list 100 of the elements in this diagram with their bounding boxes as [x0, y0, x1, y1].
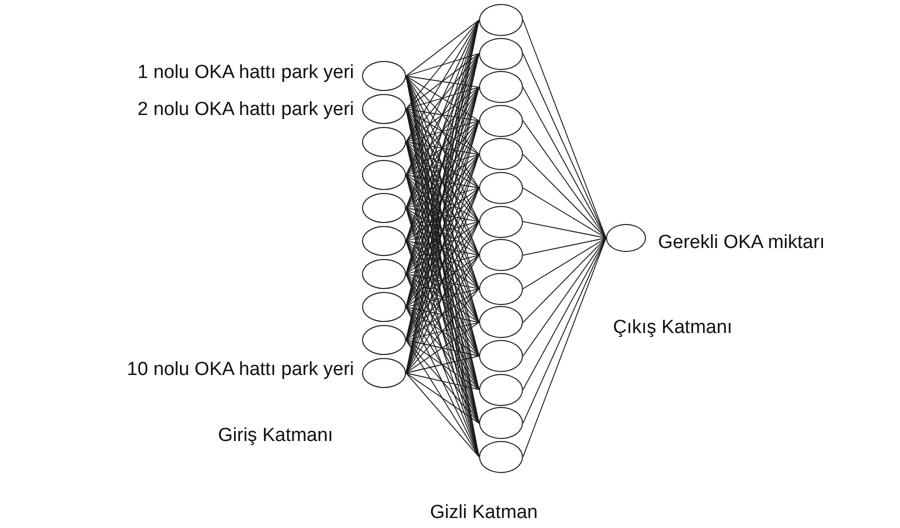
neuron-circle — [479, 138, 523, 170]
neuron-circle — [362, 61, 406, 91]
connection-line — [406, 208, 480, 222]
neuron-circle — [362, 292, 406, 322]
connection-line — [406, 53, 480, 176]
connection-line — [406, 86, 480, 208]
connection-line — [406, 208, 480, 290]
connection-line — [406, 76, 480, 155]
connection-line — [406, 142, 480, 222]
connection-line — [406, 274, 480, 356]
connection-line — [406, 53, 480, 142]
connection-line — [406, 108, 480, 188]
neuron-circle — [479, 272, 523, 305]
connection-line — [406, 288, 480, 374]
connection-line — [406, 274, 480, 290]
connection-line — [406, 221, 480, 308]
neuron-label: 10 nolu OKA hattı park yeri — [126, 359, 354, 381]
connection-line — [406, 142, 480, 188]
connection-line — [522, 120, 606, 238]
connection-line — [406, 208, 480, 256]
neuron-circle — [479, 206, 523, 238]
connection-line — [406, 174, 480, 290]
connection-line — [406, 288, 480, 340]
connection-line — [406, 53, 480, 76]
connection-line — [406, 76, 480, 88]
connection-line — [406, 76, 480, 122]
connection-line — [406, 53, 480, 110]
neuron-circle — [479, 38, 523, 70]
connection-line — [522, 221, 606, 238]
connection-line — [406, 340, 480, 458]
connection-line — [406, 356, 480, 374]
connection-line — [406, 120, 480, 176]
connection-line — [406, 188, 480, 274]
neuron-circle — [479, 340, 523, 372]
connection-line — [406, 20, 480, 110]
connection-line — [406, 340, 480, 390]
connection-line — [522, 238, 606, 323]
connection-line — [406, 372, 480, 390]
neuron-circle — [362, 127, 406, 157]
neuron-circle — [362, 259, 406, 289]
connection-line — [522, 238, 606, 256]
neuron-circle — [479, 104, 523, 137]
connection-line — [406, 86, 480, 142]
connection-line — [406, 108, 480, 155]
connection-line — [406, 108, 480, 122]
connection-line — [522, 20, 606, 238]
connection-line — [522, 238, 606, 424]
connection-line — [406, 240, 480, 323]
neuron-circle — [479, 71, 523, 104]
neuron-circle — [479, 440, 523, 473]
neuron-circle — [362, 193, 406, 223]
neuron-circle — [479, 4, 523, 36]
connection-line — [406, 20, 480, 76]
connection-line — [406, 254, 480, 308]
layer-label: Çıkış Katmanı — [613, 317, 732, 339]
connection-line — [406, 274, 480, 390]
neuron-circle — [362, 358, 406, 388]
connection-line — [406, 154, 480, 242]
connection-line — [406, 221, 480, 340]
connection-line — [406, 142, 480, 155]
connection-line — [406, 306, 480, 390]
connection-line — [406, 254, 480, 374]
neuron-circle — [479, 374, 523, 406]
connection-line — [406, 274, 480, 323]
connection-line — [406, 372, 480, 424]
connection-line — [406, 142, 480, 256]
connection-line — [406, 306, 480, 323]
connection-line — [406, 188, 480, 208]
connection-line — [406, 221, 480, 242]
connection-line — [406, 188, 480, 242]
connection-line — [406, 288, 480, 308]
connection-line — [406, 240, 480, 256]
connection-line — [406, 174, 480, 256]
connection-line — [522, 238, 606, 290]
neuron-circle — [362, 325, 406, 355]
connection-line — [522, 188, 606, 238]
connection-line — [406, 20, 480, 142]
connection-line — [406, 86, 480, 110]
neuron-circle — [606, 224, 646, 252]
connection-line — [406, 240, 480, 356]
connection-line — [406, 188, 480, 308]
connection-line — [406, 372, 480, 458]
connection-line — [406, 274, 480, 458]
connection-line — [406, 76, 480, 188]
connection-line — [406, 108, 480, 222]
connection-line — [406, 322, 480, 374]
connection-line — [406, 254, 480, 340]
neuron-label: Gerekli OKA miktarı — [658, 232, 825, 254]
neuron-circle — [362, 160, 406, 190]
neuron-circle — [362, 94, 406, 124]
neuron-circle — [479, 239, 523, 272]
connection-line — [406, 120, 480, 142]
neuron-label: 1 nolu OKA hattı park yeri — [137, 62, 354, 84]
connection-line — [406, 120, 480, 242]
neuron-label: 2 nolu OKA hattı park yeri — [137, 99, 354, 121]
connection-line — [406, 240, 480, 290]
connection-line — [522, 238, 606, 356]
connection-line — [406, 154, 480, 208]
connection-line — [406, 86, 480, 176]
connection-line — [406, 322, 480, 340]
